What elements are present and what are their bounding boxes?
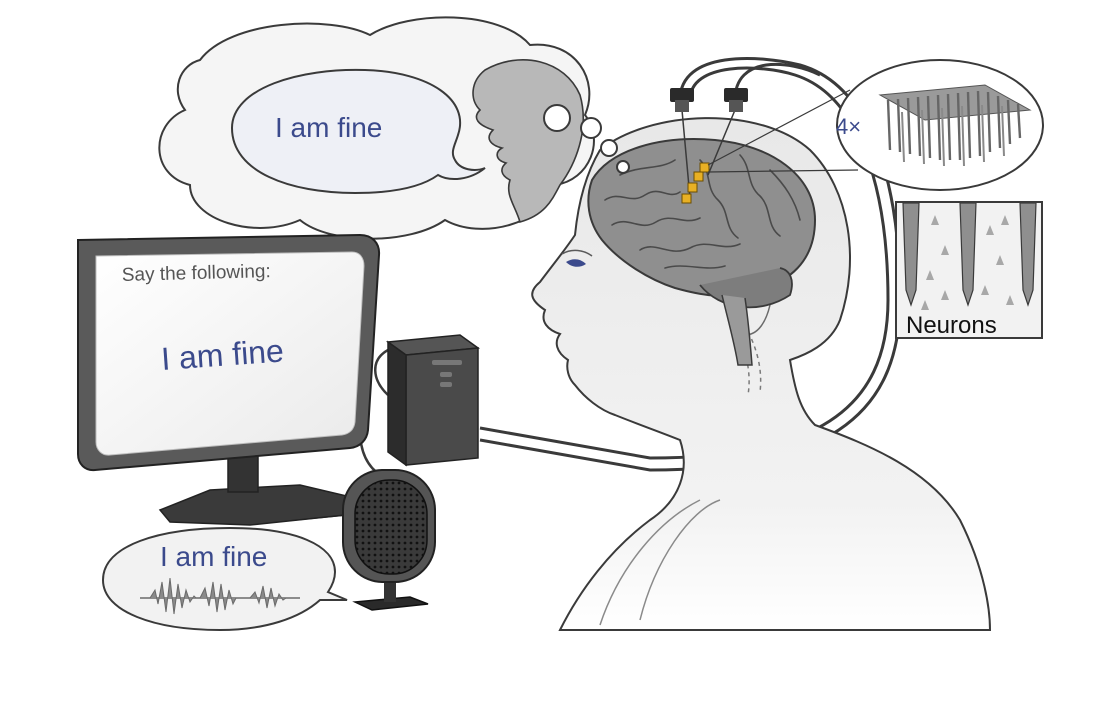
speech-output-bubble: I am fine bbox=[101, 526, 348, 632]
connector-left bbox=[670, 88, 694, 102]
speech-output-text: I am fine bbox=[160, 541, 267, 572]
monitor-sentence: I am fine bbox=[160, 333, 285, 377]
monitor-screen bbox=[95, 251, 365, 456]
thinking-head-silhouette bbox=[472, 59, 584, 223]
neurons-inset: Neurons bbox=[895, 201, 1043, 339]
connector-right bbox=[724, 88, 748, 102]
microelectrode-array-icon bbox=[878, 84, 1032, 167]
eye bbox=[566, 259, 586, 267]
monitor: Say the following: I am fine bbox=[77, 233, 381, 526]
audio-waveform bbox=[140, 577, 300, 615]
computer-tower bbox=[385, 334, 481, 467]
microphone bbox=[342, 469, 436, 611]
monitor-instruction: Say the following: bbox=[122, 261, 271, 286]
brain bbox=[587, 138, 817, 366]
electrode-implant bbox=[670, 88, 859, 204]
magnification-label: 4× bbox=[836, 114, 861, 139]
magnified-array-inset: 4× bbox=[836, 59, 1044, 191]
thought-text: I am fine bbox=[275, 112, 382, 143]
thought-bubble: I am fine bbox=[158, 16, 630, 240]
neurons-label: Neurons bbox=[906, 312, 997, 339]
neuron-cells bbox=[921, 215, 1014, 310]
electrode-shanks bbox=[902, 202, 1037, 307]
microphone-grille bbox=[354, 479, 428, 575]
electrode-arrays bbox=[681, 162, 710, 204]
